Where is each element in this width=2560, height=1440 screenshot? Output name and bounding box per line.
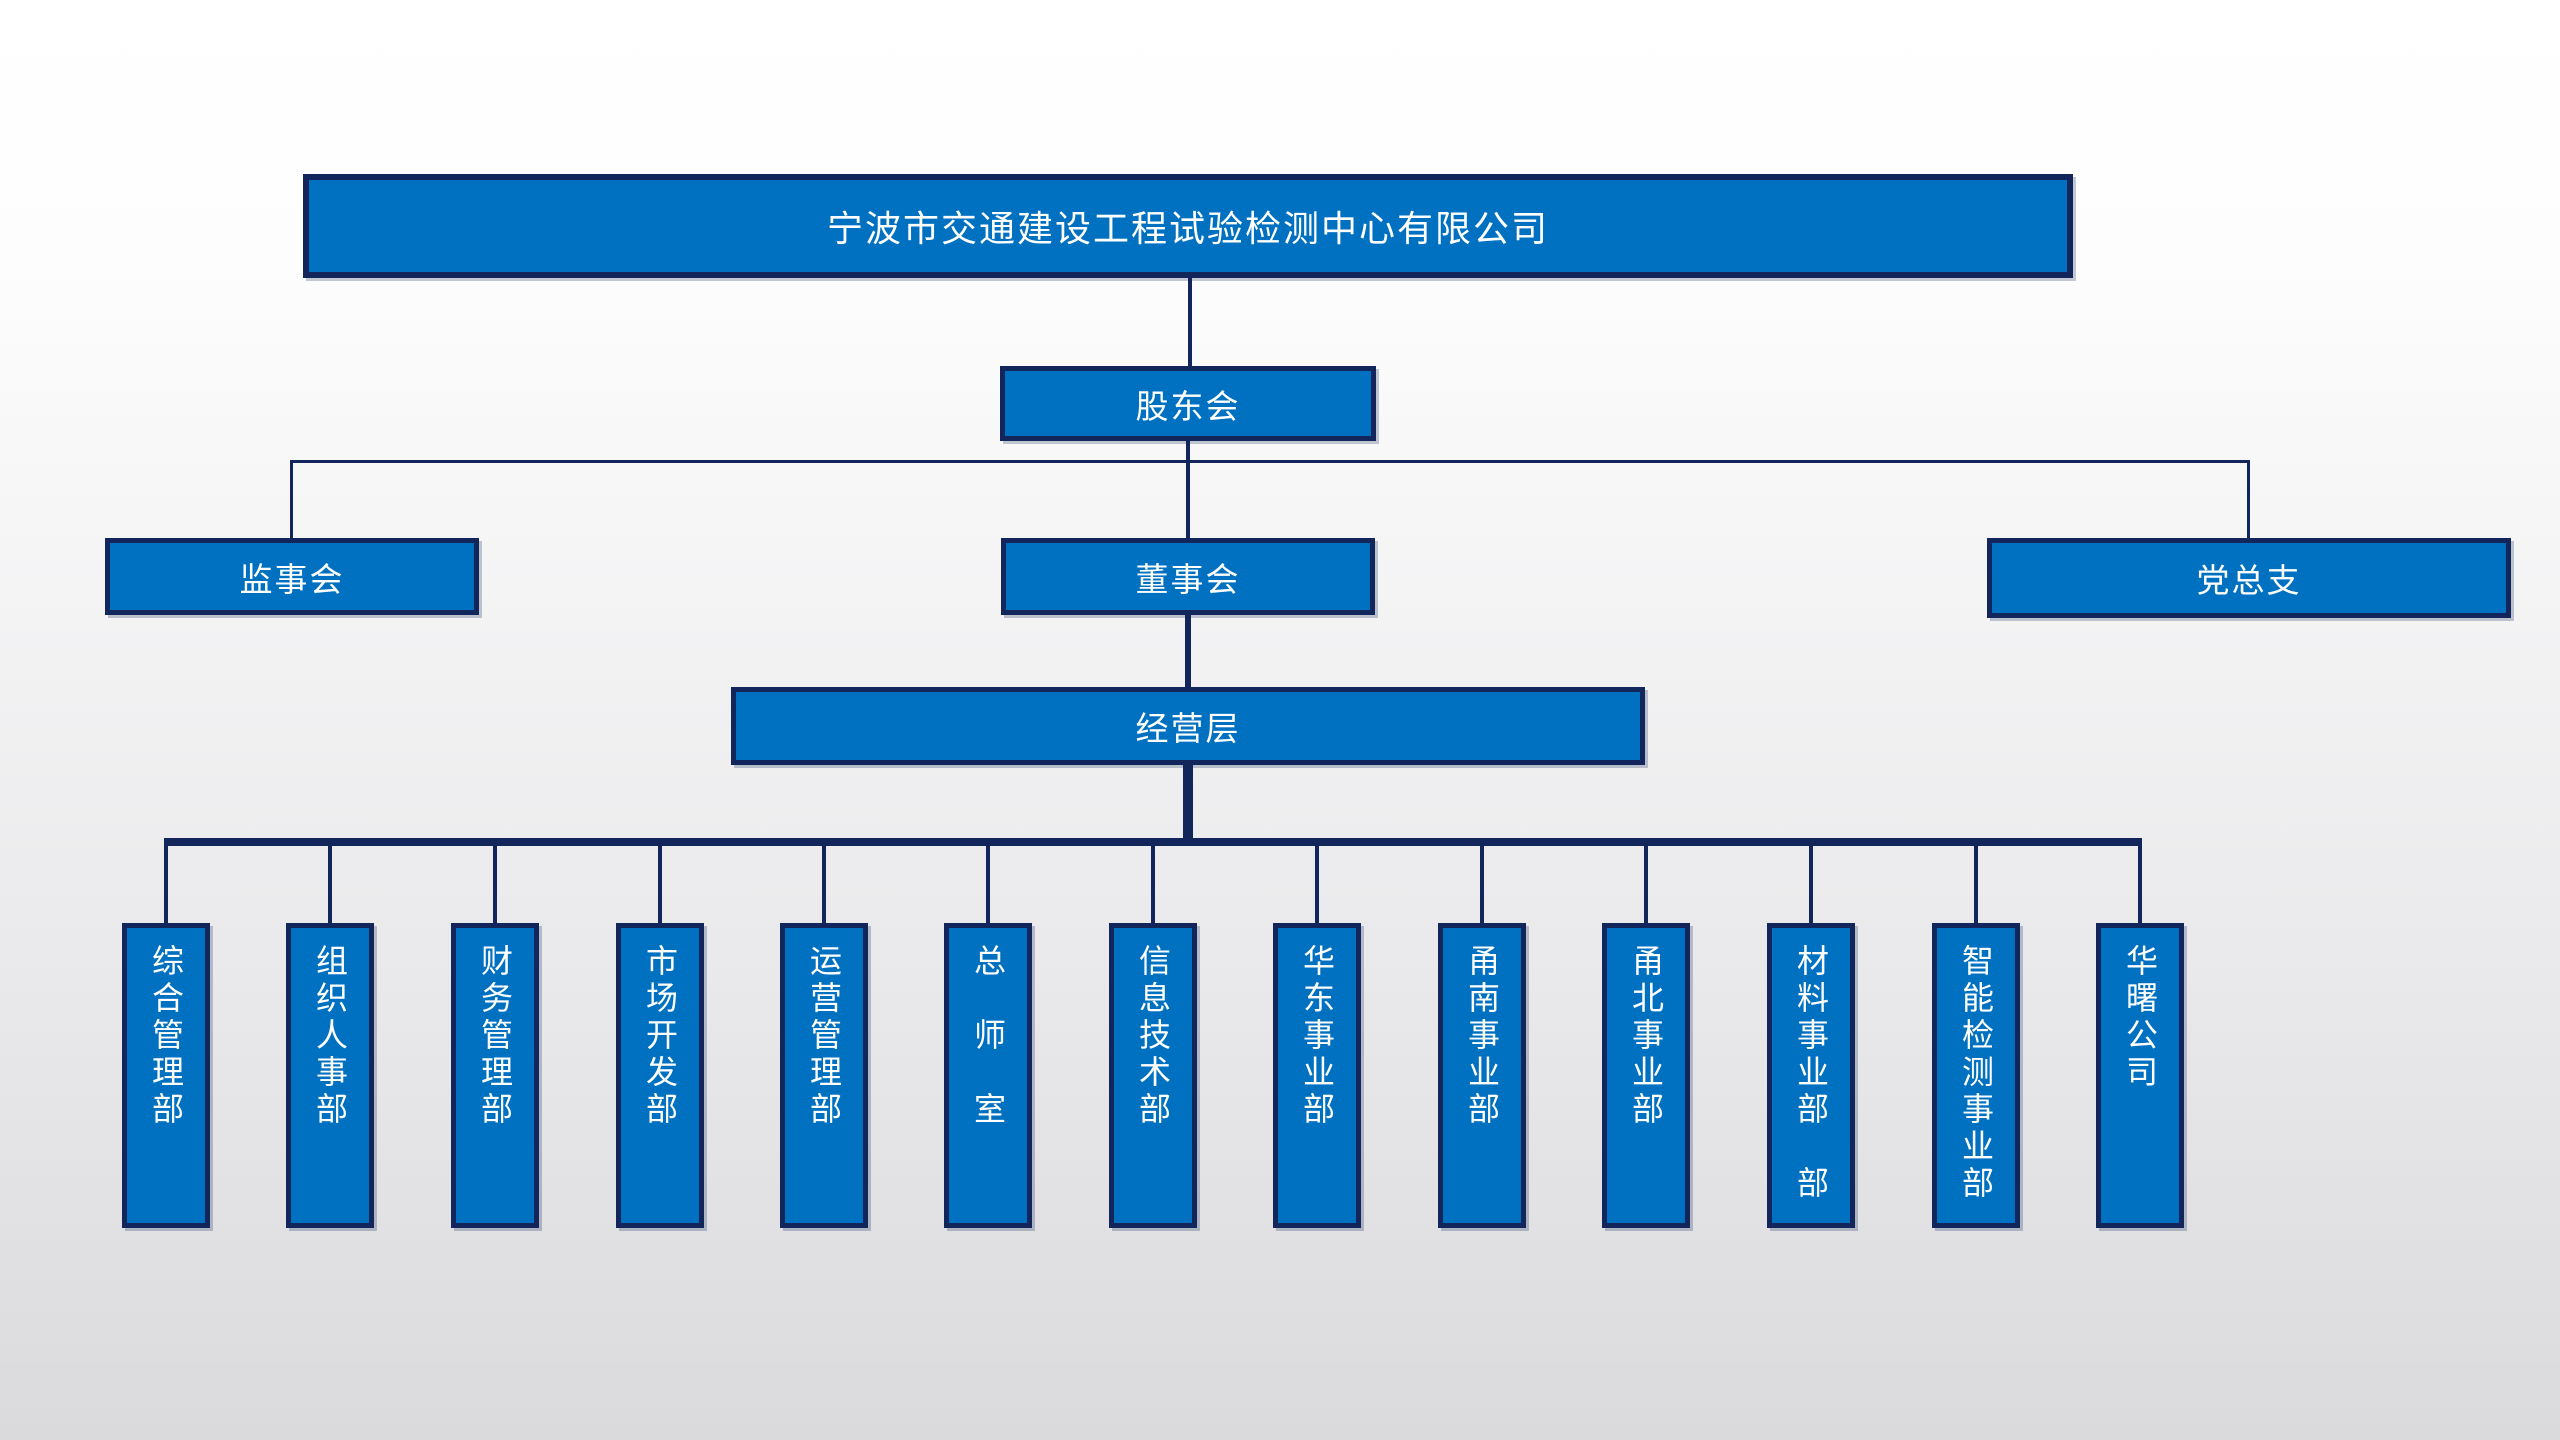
connector-drop-party	[2247, 460, 2250, 538]
materials-division-box: 材料事业部 部	[1767, 923, 1855, 1228]
connector-management-drop	[1183, 764, 1193, 840]
connector-drop-dept-13	[2138, 844, 2142, 923]
party-general-branch-label: 党总支	[2196, 562, 2302, 599]
connector-drop-dept-8	[1315, 844, 1319, 923]
connector-shareholders-to-board	[1186, 441, 1190, 538]
connector-drop-dept-2	[328, 844, 332, 923]
connector-root-to-shareholders	[1188, 278, 1192, 366]
market-development-dept-label: 市场开发部	[642, 944, 678, 1129]
yongbei-division-label: 甬北事业部	[1628, 944, 1664, 1129]
finance-management-dept-box: 财务管理部	[451, 923, 539, 1228]
connector-drop-dept-3	[493, 844, 497, 923]
board-of-directors-label: 董事会	[1135, 560, 1241, 598]
supervisory-board-box: 监事会	[105, 538, 479, 615]
connector-drop-dept-5	[822, 844, 826, 923]
chief-engineer-office-box: 总 师 室	[944, 923, 1032, 1228]
connector-level3-manifold	[291, 460, 2249, 463]
connector-drop-dept-12	[1974, 844, 1978, 923]
party-general-branch-box: 党总支	[1987, 538, 2511, 618]
shareholders-meeting-box: 股东会	[1000, 366, 1376, 441]
connector-board-to-management	[1185, 615, 1191, 687]
organization-personnel-dept-label: 组织人事部	[312, 944, 348, 1129]
materials-division-label: 材料事业部 部	[1793, 944, 1829, 1203]
company-root-label: 宁波市交通建设工程试验检测中心有限公司	[826, 208, 1549, 249]
operations-management-dept-box: 运营管理部	[780, 923, 868, 1228]
comprehensive-management-dept-label: 综合管理部	[148, 944, 184, 1129]
connector-department-manifold	[164, 838, 2142, 846]
connector-drop-dept-4	[658, 844, 662, 923]
yongnan-division-label: 甬南事业部	[1464, 944, 1500, 1129]
management-level-label: 经营层	[1135, 710, 1241, 747]
finance-management-dept-label: 财务管理部	[477, 944, 513, 1129]
organization-personnel-dept-box: 组织人事部	[286, 923, 374, 1228]
comprehensive-management-dept-box: 综合管理部	[122, 923, 210, 1228]
yongnan-division-box: 甬南事业部	[1438, 923, 1526, 1228]
connector-drop-supervisory	[290, 460, 293, 538]
connector-drop-dept-10	[1644, 844, 1648, 923]
huashu-company-box: 华曙公司	[2096, 923, 2184, 1228]
yongbei-division-box: 甬北事业部	[1602, 923, 1690, 1228]
huadong-division-box: 华东事业部	[1273, 923, 1361, 1228]
information-technology-dept-label: 信息技术部	[1135, 944, 1171, 1129]
huashu-company-label: 华曙公司	[2122, 944, 2158, 1092]
intelligent-testing-division-box: 智能检测事业部	[1932, 923, 2020, 1228]
intelligent-testing-division-label: 智能检测事业部	[1958, 944, 1994, 1203]
management-level-box: 经营层	[731, 687, 1645, 765]
connector-drop-dept-9	[1480, 844, 1484, 923]
connector-drop-dept-11	[1809, 844, 1813, 923]
connector-drop-dept-7	[1151, 844, 1155, 923]
shareholders-meeting-label: 股东会	[1135, 387, 1241, 425]
operations-management-dept-label: 运营管理部	[806, 944, 842, 1129]
market-development-dept-box: 市场开发部	[616, 923, 704, 1228]
huadong-division-label: 华东事业部	[1299, 944, 1335, 1129]
board-of-directors-box: 董事会	[1001, 538, 1375, 615]
information-technology-dept-box: 信息技术部	[1109, 923, 1197, 1228]
connector-drop-dept-6	[986, 844, 990, 923]
connector-drop-dept-1	[164, 844, 168, 923]
chief-engineer-office-label: 总 师 室	[970, 944, 1006, 1129]
company-root-box: 宁波市交通建设工程试验检测中心有限公司	[303, 174, 2073, 278]
supervisory-board-label: 监事会	[239, 560, 345, 598]
